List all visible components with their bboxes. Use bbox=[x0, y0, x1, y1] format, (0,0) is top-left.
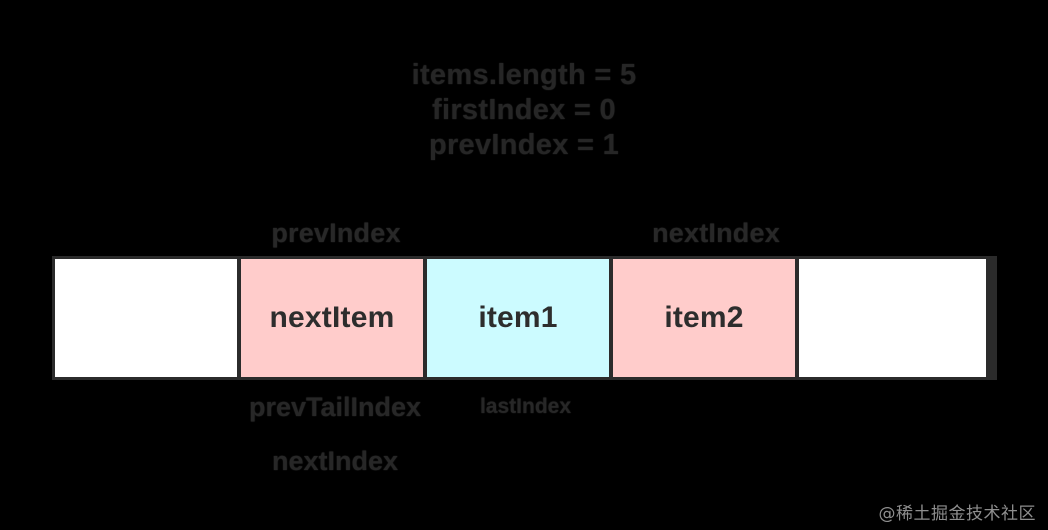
label-prev-tail-index: prevTailIndex bbox=[248, 392, 422, 422]
label-prev-index-above: prevIndex bbox=[271, 218, 401, 248]
array-cell-4[interactable] bbox=[799, 259, 986, 377]
label-next-index-above: nextIndex bbox=[652, 218, 780, 248]
watermark: @稀土掘金技术社区 bbox=[878, 504, 1036, 524]
array-cell-0[interactable] bbox=[55, 259, 241, 377]
label-next-index-below: nextIndex bbox=[271, 446, 399, 476]
array-cell-1-next-item[interactable]: nextItem bbox=[241, 259, 427, 377]
header-line-items-length: items.length = 5 bbox=[411, 59, 637, 91]
header-annotation-block: items.length = 5 firstIndex = 0 prevInde… bbox=[0, 58, 1048, 163]
header-line-first-index: firstIndex = 0 bbox=[432, 94, 616, 126]
label-last-index: lastIndex bbox=[479, 395, 572, 418]
array-cell-2-item1[interactable]: item1 bbox=[427, 259, 613, 377]
array-cell-3-item2[interactable]: item2 bbox=[613, 259, 799, 377]
array-strip: nextItem item1 item2 bbox=[52, 256, 997, 380]
header-line-prev-index: prevIndex = 1 bbox=[428, 129, 620, 161]
